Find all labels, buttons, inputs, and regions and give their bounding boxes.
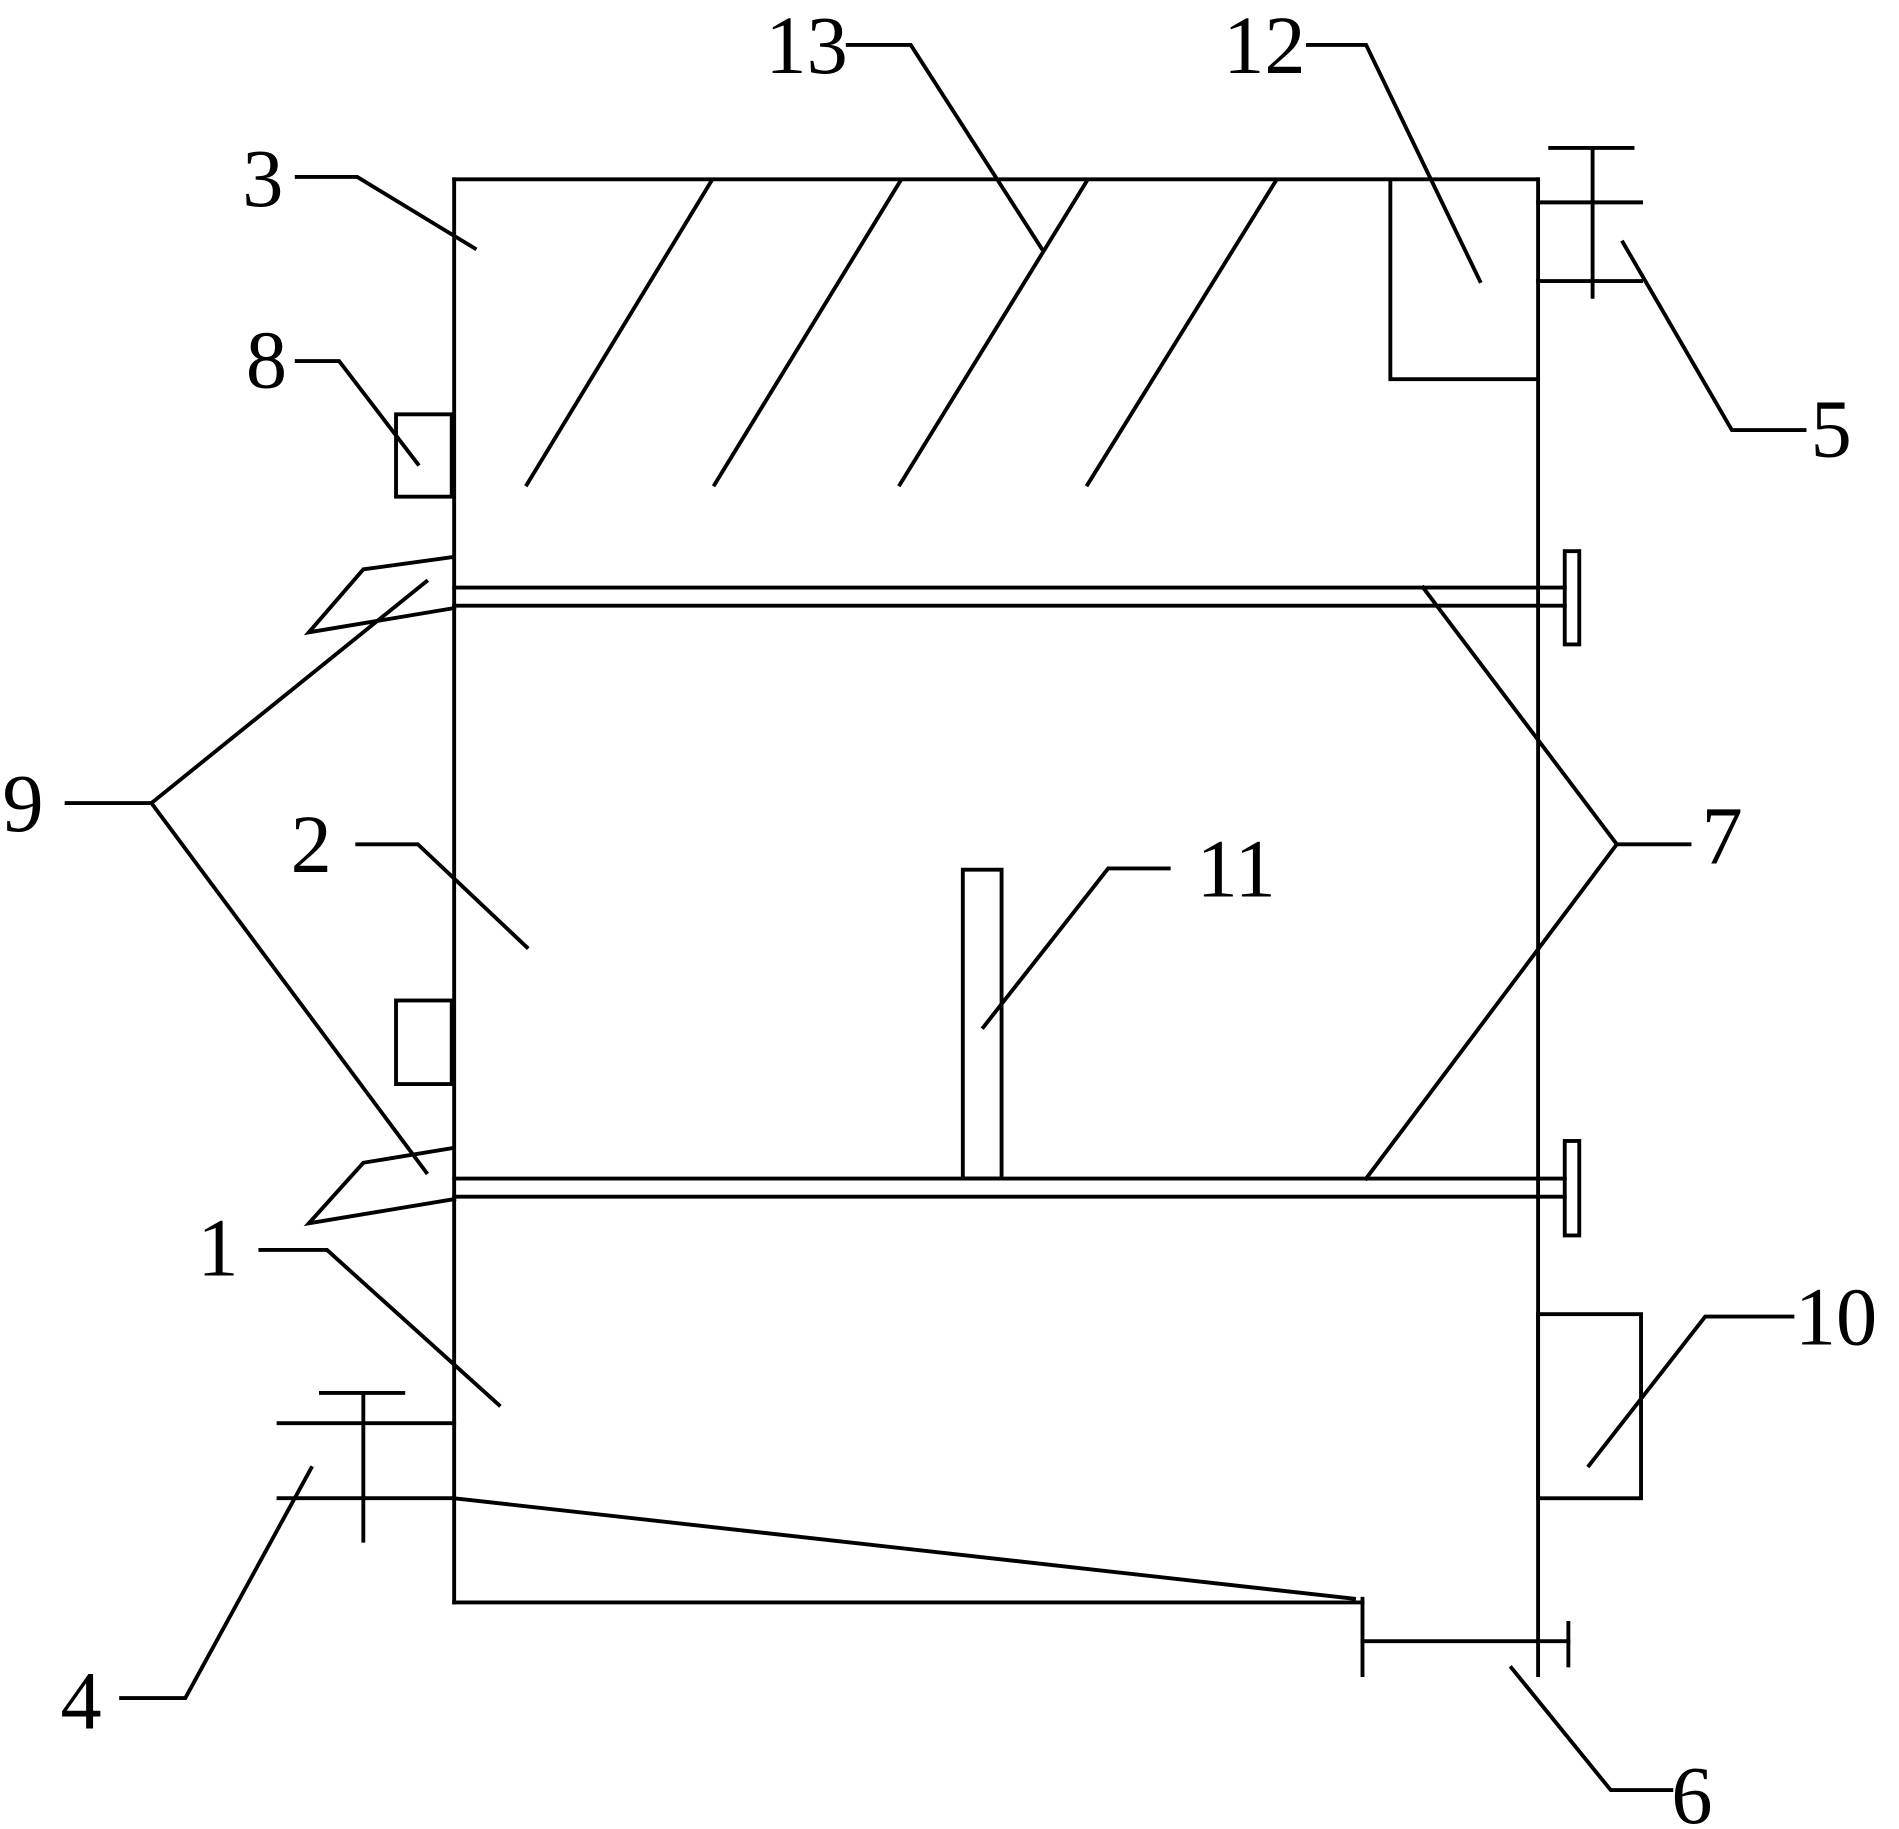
lower-hopper bbox=[303, 1146, 457, 1227]
label-9: 9 bbox=[2, 758, 43, 849]
upper-outlet-pipe bbox=[1536, 145, 1643, 299]
middle-side-box bbox=[394, 998, 454, 1086]
hatch-line bbox=[1084, 179, 1278, 488]
leader-9-upper bbox=[64, 578, 430, 806]
label-10: 10 bbox=[1795, 1271, 1877, 1362]
label-8: 8 bbox=[246, 315, 287, 406]
label-3: 3 bbox=[242, 133, 283, 224]
leader-7-upper bbox=[1420, 584, 1692, 847]
leader-lines bbox=[64, 42, 1807, 1793]
leader-2 bbox=[355, 842, 530, 950]
filter-hatching bbox=[524, 179, 1278, 488]
plate-handle bbox=[1562, 1139, 1582, 1238]
hatch-line bbox=[524, 179, 714, 488]
leader-12 bbox=[1306, 42, 1483, 284]
bottom-outlet-pipe bbox=[1360, 1596, 1571, 1678]
label-1: 1 bbox=[197, 1202, 238, 1293]
corner-box bbox=[1388, 179, 1541, 382]
leader-10 bbox=[1586, 1314, 1795, 1469]
upper-side-box bbox=[394, 412, 454, 499]
hatch-line bbox=[897, 179, 1090, 488]
sloped-floor bbox=[452, 1496, 1357, 1601]
leader-1 bbox=[258, 1248, 502, 1408]
lower-side-box bbox=[1536, 1312, 1643, 1501]
label-11: 11 bbox=[1197, 823, 1276, 914]
upper-hopper bbox=[303, 555, 457, 636]
tank-body bbox=[452, 177, 1541, 1678]
label-4: 4 bbox=[61, 1655, 102, 1746]
leader-7-lower bbox=[1363, 841, 1620, 1182]
label-5: 5 bbox=[1811, 384, 1852, 475]
label-13: 13 bbox=[765, 0, 847, 91]
leader-4 bbox=[119, 1465, 314, 1701]
vertical-baffle bbox=[960, 867, 1004, 1181]
plate-handle bbox=[1562, 549, 1582, 647]
lower-divider-plate bbox=[452, 1139, 1582, 1238]
hatch-line bbox=[711, 179, 903, 488]
leader-6 bbox=[1508, 1665, 1674, 1793]
label-12: 12 bbox=[1223, 0, 1305, 91]
inlet-pipe bbox=[276, 1390, 457, 1543]
leader-9-lower bbox=[148, 800, 430, 1176]
leader-8 bbox=[294, 359, 421, 467]
leader-5 bbox=[1620, 239, 1807, 432]
label-7: 7 bbox=[1702, 791, 1743, 882]
upper-divider-plate bbox=[452, 549, 1582, 647]
label-2: 2 bbox=[291, 799, 332, 890]
leader-11 bbox=[980, 866, 1171, 1030]
label-6: 6 bbox=[1671, 1750, 1712, 1829]
leader-13 bbox=[845, 42, 1045, 252]
leader-3 bbox=[294, 175, 478, 252]
